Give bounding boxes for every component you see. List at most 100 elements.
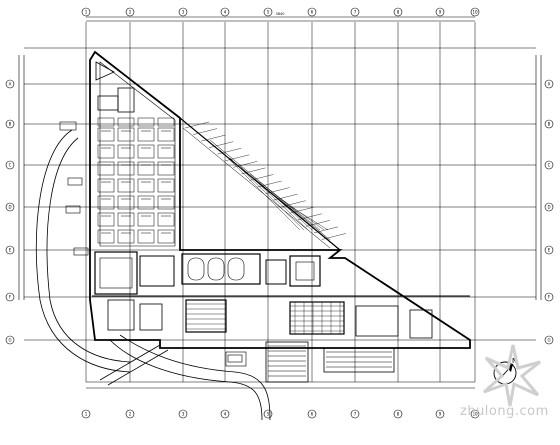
hatch-line: [289, 205, 329, 231]
grid-room: [97, 212, 115, 227]
axis-bubble-label: 1: [85, 10, 88, 15]
axis-bubble-label: D: [8, 205, 11, 210]
axis-bubble-label: 10: [472, 412, 478, 417]
axis-bubble-label: B: [9, 122, 12, 127]
axis-bubble-label: 4: [224, 10, 227, 15]
grid-room: [117, 127, 135, 142]
axis-bubble-label: A: [548, 82, 551, 87]
grid-room: [137, 195, 155, 210]
hatch-line: [239, 165, 309, 231]
hatch-line: [229, 157, 305, 231]
grid-room: [137, 212, 155, 227]
axis-bubble-label: 7: [354, 10, 357, 15]
axis-bubble: 7: [350, 7, 360, 17]
axis-bubble-label: 2: [129, 10, 132, 15]
entrance-area: [225, 341, 395, 383]
dimension-chain-bottom: [86, 381, 475, 389]
grid-room: [97, 144, 115, 159]
axis-bubble-label: 8: [397, 412, 400, 417]
north-arrow-label: N: [512, 357, 517, 365]
grid-room-top: [97, 117, 115, 127]
axis-bubble: 9: [435, 7, 445, 17]
axis-bubble-label: E: [548, 248, 551, 253]
axis-bubble: 2: [125, 7, 135, 17]
grid-room-top: [157, 117, 175, 127]
grid-room: [97, 229, 115, 244]
grid-room-top: [137, 117, 155, 127]
axis-bubble-label: 3: [182, 10, 185, 15]
axis-bubble: 5: [263, 7, 273, 17]
axis-bubble: G: [544, 335, 554, 345]
axis-bubble-label: 5: [267, 10, 270, 15]
hatch-line: [289, 207, 314, 214]
hatch-line: [233, 161, 258, 168]
grid-lines-vertical: [85, 22, 476, 382]
axis-bubble-label: B: [548, 122, 551, 127]
grid-room: [97, 195, 115, 210]
hatch-line: [259, 181, 317, 231]
hatch-line: [321, 233, 346, 240]
axis-bubble-label: 6: [311, 412, 314, 417]
axis-bubble-label: A: [9, 82, 12, 87]
grid-room: [157, 229, 175, 244]
axis-bubbles-top: 1 2 3 4 5 6 7 8 9 10: [81, 7, 480, 17]
grid-room: [157, 144, 175, 159]
grid-room: [157, 212, 175, 227]
dimension-chain-top: [86, 16, 475, 22]
axis-bubble: B: [544, 119, 554, 129]
axis-bubble: G: [5, 335, 15, 345]
axis-bubble-label: 10: [472, 10, 478, 15]
top-apex: [95, 61, 135, 113]
hatch-line: [184, 121, 210, 129]
grid-room: [97, 161, 115, 176]
hatch-line: [297, 213, 322, 220]
watermark-text: zhulong.com: [460, 404, 549, 419]
grid-room: [97, 127, 115, 142]
axis-bubble-label: 7: [354, 412, 357, 417]
hatch-line: [281, 200, 306, 207]
hatch-line: [269, 189, 321, 231]
diagonal-wing-hatching: [184, 121, 346, 240]
axis-bubble: D: [5, 202, 15, 212]
hatch-line: [305, 220, 330, 227]
room-grid-left-block: [97, 117, 175, 244]
axis-bubble-label: 4: [224, 412, 227, 417]
axis-bubble: E: [5, 245, 15, 255]
axis-bubble: 2: [125, 409, 135, 419]
axis-bubble: 8: [393, 7, 403, 17]
grid-room: [137, 161, 155, 176]
axis-bubble: C: [5, 160, 15, 170]
axis-bubble-label: C: [9, 163, 12, 168]
axis-bubble: 4: [220, 409, 230, 419]
dimension-chain-right: [535, 55, 542, 300]
axis-bubble-label: G: [8, 338, 11, 343]
hatch-line: [201, 134, 226, 142]
axis-bubble: 6: [307, 409, 317, 419]
axis-bubble: A: [5, 79, 15, 89]
axis-bubble: 10: [470, 409, 480, 419]
hatch-line: [313, 226, 338, 234]
axis-bubble: C: [544, 160, 554, 170]
hatch-line: [249, 174, 274, 181]
axis-bubble-label: G: [547, 338, 550, 343]
axis-bubble: F: [5, 292, 15, 302]
grid-room: [137, 127, 155, 142]
axis-bubble-label: C: [548, 163, 551, 168]
axis-bubble: 4: [220, 7, 230, 17]
axis-bubble: 9: [435, 409, 445, 419]
axis-bubble-label: 9: [439, 10, 442, 15]
grid-room: [117, 229, 135, 244]
axis-bubble: F: [544, 292, 554, 302]
axis-bubble-label: F: [548, 295, 551, 300]
axis-bubbles-left: A B C D E F G: [5, 79, 15, 345]
grid-room: [117, 144, 135, 159]
axis-bubble: 10: [470, 7, 480, 17]
axis-bubble: 3: [178, 409, 188, 419]
grid-room: [137, 144, 155, 159]
axis-bubble: 6: [307, 7, 317, 17]
grid-room: [117, 195, 135, 210]
axis-bubble-label: F: [9, 295, 12, 300]
grid-room: [157, 195, 175, 210]
lower-rooms: [92, 251, 470, 339]
axis-bubble-label: 3: [182, 412, 185, 417]
